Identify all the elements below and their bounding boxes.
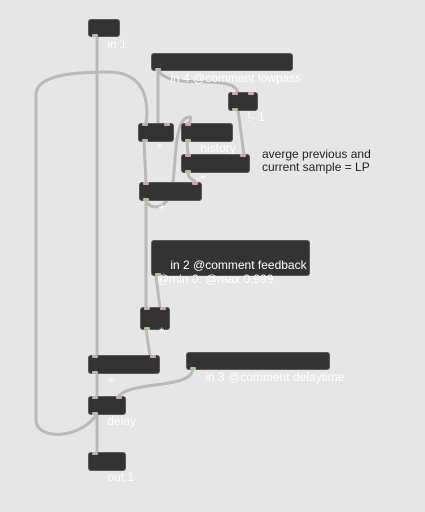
in1-outlet[interactable] — [92, 34, 98, 37]
in4-label: in 4 @comment lowpass — [170, 71, 302, 85]
delay-label: delay — [107, 414, 137, 428]
history-object[interactable]: history — [181, 123, 236, 155]
multiply-3-inlet-right[interactable] — [160, 307, 166, 310]
multiply-2-inlet-right[interactable] — [240, 154, 246, 157]
history-inlet[interactable] — [185, 123, 191, 126]
rminus-inlet-left[interactable] — [232, 92, 238, 95]
multiply-2-inlet-left[interactable] — [185, 154, 191, 157]
rminus-label: !- 1 — [247, 110, 265, 124]
in1-label: in 1 — [107, 37, 127, 51]
in3-label: in 3 @comment delaytime — [205, 370, 345, 384]
multiply-1-label: * — [157, 141, 163, 155]
cord-add1-to-history — [144, 115, 193, 209]
in2-label: in 2 @comment feedback @min 0. @max 0.99… — [157, 258, 307, 286]
history-outlet[interactable] — [185, 139, 191, 142]
add-2-inlet-right[interactable] — [150, 355, 156, 358]
in4-outlet[interactable] — [155, 68, 161, 71]
cord-in4-to-not1 — [156, 68, 240, 95]
cord-mul3-to-add2 — [144, 327, 152, 358]
delay-outlet[interactable] — [92, 412, 98, 415]
rminus-inlet-right[interactable] — [248, 92, 254, 95]
in1-object[interactable]: in 1 — [88, 19, 127, 51]
multiply-object-3[interactable]: * — [140, 307, 170, 339]
cord-in3-to-delay — [116, 366, 195, 399]
cord-history-to-mul2 — [185, 139, 190, 157]
multiply-object-2[interactable]: * — [181, 154, 250, 186]
patch-cords — [34, 34, 246, 455]
multiply-3-outlet[interactable] — [144, 327, 150, 330]
multiply-2-outlet[interactable] — [185, 170, 191, 173]
history-label: history — [200, 141, 236, 155]
add-object-2[interactable]: + — [88, 355, 160, 387]
in3-delaytime-object[interactable]: in 3 @comment delaytime — [186, 352, 344, 384]
multiply-object-1[interactable]: * — [138, 123, 174, 155]
add-1-inlet-left[interactable] — [143, 182, 149, 185]
cord-not1-to-mul2 — [236, 108, 246, 157]
rminus-object[interactable]: !- 1 — [228, 92, 265, 124]
in4-lowpass-object[interactable]: in 4 @comment lowpass — [151, 53, 301, 85]
add-1-inlet-right[interactable] — [192, 182, 198, 185]
out1-object[interactable]: out 1 — [88, 452, 134, 484]
in2-outlet[interactable] — [155, 273, 161, 276]
add-2-label: + — [107, 373, 115, 387]
rminus-outlet[interactable] — [232, 108, 238, 111]
multiply-2-label: * — [200, 172, 206, 186]
add-1-outlet[interactable] — [143, 198, 149, 201]
multiply-1-inlet-right[interactable] — [164, 123, 170, 126]
delay-object[interactable]: delay — [88, 396, 136, 428]
out1-label: out 1 — [107, 470, 135, 484]
add-2-outlet[interactable] — [92, 371, 98, 374]
multiply-3-label: * — [159, 325, 165, 339]
averaging-comment: averge previous and current sample = LP — [262, 147, 371, 174]
multiply-1-inlet-left[interactable] — [142, 123, 148, 126]
in3-outlet[interactable] — [190, 367, 196, 370]
add-1-label: + — [158, 200, 166, 214]
patcher-canvas: in 1 in 4 @comment lowpass !- 1 * histor… — [34, 19, 371, 484]
add-2-inlet-left[interactable] — [92, 355, 98, 358]
out1-inlet[interactable] — [92, 452, 98, 455]
cord-delay-feedback-loop — [34, 70, 149, 436]
multiply-3-inlet-left[interactable] — [144, 307, 150, 310]
cord-mul1-to-add1 — [142, 139, 148, 185]
delay-inlet-right[interactable] — [116, 396, 122, 399]
in2-feedback-object[interactable]: in 2 @comment feedback @min 0. @max 0.99… — [151, 240, 310, 286]
multiply-1-outlet[interactable] — [142, 139, 148, 142]
cord-in2-to-mul3 — [154, 274, 162, 310]
add-object-1[interactable]: + — [139, 182, 202, 214]
delay-inlet-left[interactable] — [92, 396, 98, 399]
